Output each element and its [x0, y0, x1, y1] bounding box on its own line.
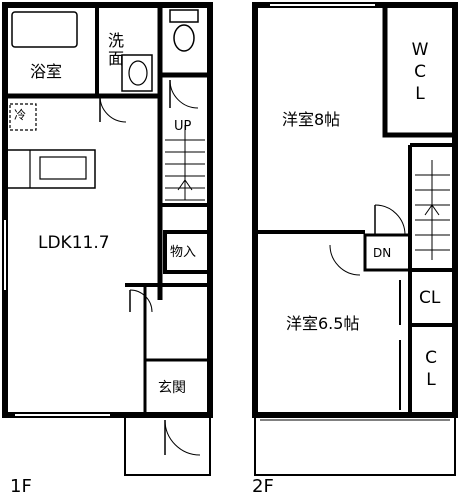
- toilet-bowl: [173, 24, 195, 52]
- walk-in-closet: [382, 2, 458, 138]
- storage-closet: [163, 230, 212, 274]
- room-label-fridge: 冷: [14, 108, 27, 122]
- floor1-plan: [2, 2, 213, 476]
- room-label-bath: 浴室: [30, 62, 63, 81]
- toilet-tank: [169, 9, 199, 23]
- stairs-2f: [415, 160, 450, 260]
- room-label-western-6-5: 洋室6.5帖: [286, 314, 360, 333]
- stair-landing-2f: [363, 233, 412, 272]
- room-label-wcl: WCL: [410, 40, 430, 106]
- room-label-closet-1: CL: [419, 288, 441, 308]
- floor2-plan: [252, 2, 458, 476]
- room-label-storage: 物入: [170, 245, 197, 260]
- fridge-space: [9, 103, 37, 131]
- bathtub: [11, 11, 78, 48]
- kitchen-counter: [4, 149, 96, 189]
- wash-basin: [121, 54, 153, 92]
- room-label-closet-2: CL: [421, 348, 441, 392]
- balcony: [254, 414, 456, 476]
- floor-label-2f: 2F: [252, 476, 274, 497]
- room-label-washroom: 洗面: [105, 32, 124, 68]
- stairs-down-label: DN: [373, 246, 392, 260]
- room-label-entrance: 玄関: [158, 380, 186, 396]
- stairs-1f: [165, 125, 205, 201]
- room-label-ldk: LDK11.7: [38, 233, 110, 253]
- stairs-up-label: UP: [174, 119, 192, 134]
- porch: [124, 414, 211, 476]
- room-label-western-8: 洋室8帖: [282, 110, 341, 129]
- kitchen-sink: [39, 156, 87, 180]
- floor-label-1f: 1F: [10, 476, 32, 497]
